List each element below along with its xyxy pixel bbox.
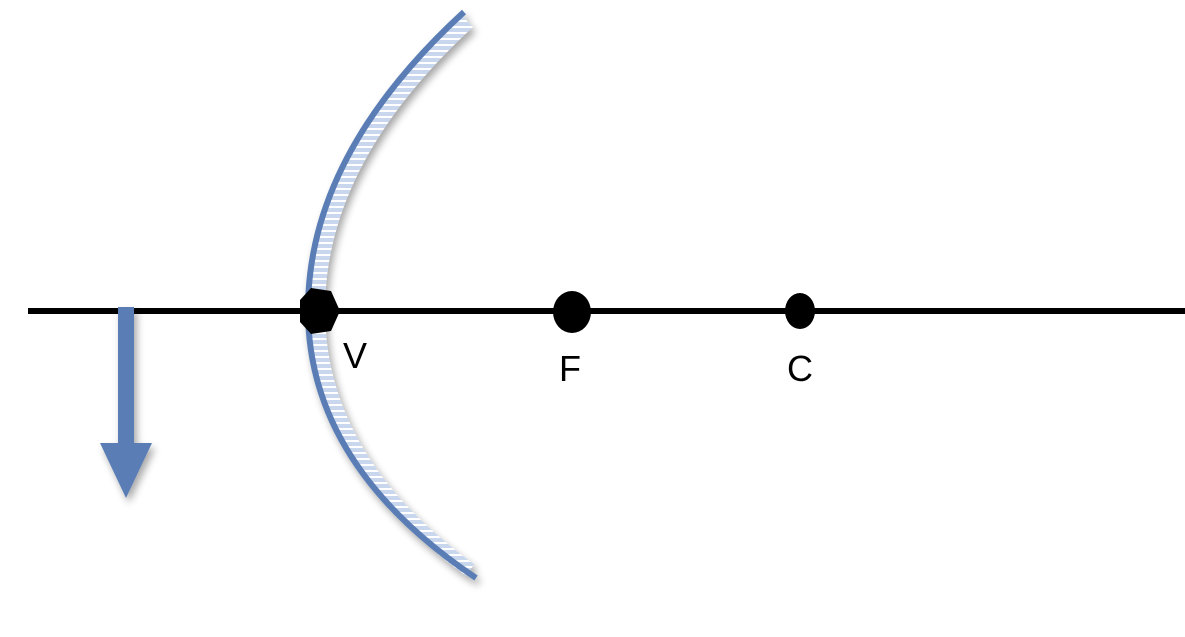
object-arrow-shaft [118,307,134,449]
object-arrow-head [100,443,152,498]
center-label: C [787,348,813,389]
focal-point [553,291,591,333]
axis-points [300,288,815,334]
focal-label: F [559,348,581,389]
vertex-point [300,288,340,334]
mirror-back-hatching [310,16,475,576]
concave-mirror [304,9,478,581]
vertex-label: V [343,335,367,376]
center-of-curvature-point [785,293,815,329]
object-arrow [100,307,152,498]
